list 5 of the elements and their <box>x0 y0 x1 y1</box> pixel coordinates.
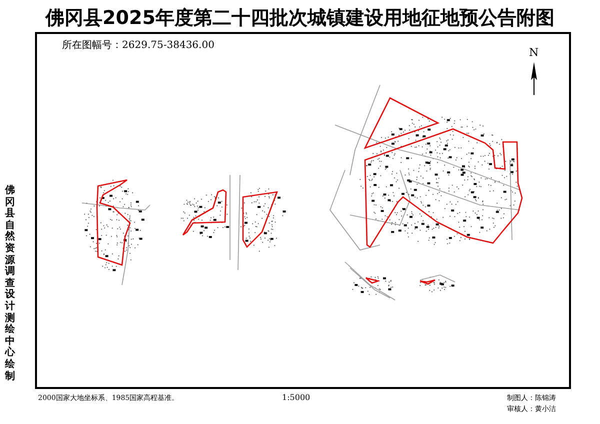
vertical-credit: 佛冈县自然资源调查设计测绘中心绘制 <box>5 185 16 382</box>
scale-label: 1:5000 <box>282 393 310 402</box>
title: 佛冈县2025年度第二十四批次城镇建设用地征地预公告附图 <box>44 6 556 31</box>
sheet-number: 所在图幅号：2629.75-38436.00 <box>62 38 214 52</box>
north-label: N <box>529 46 539 59</box>
